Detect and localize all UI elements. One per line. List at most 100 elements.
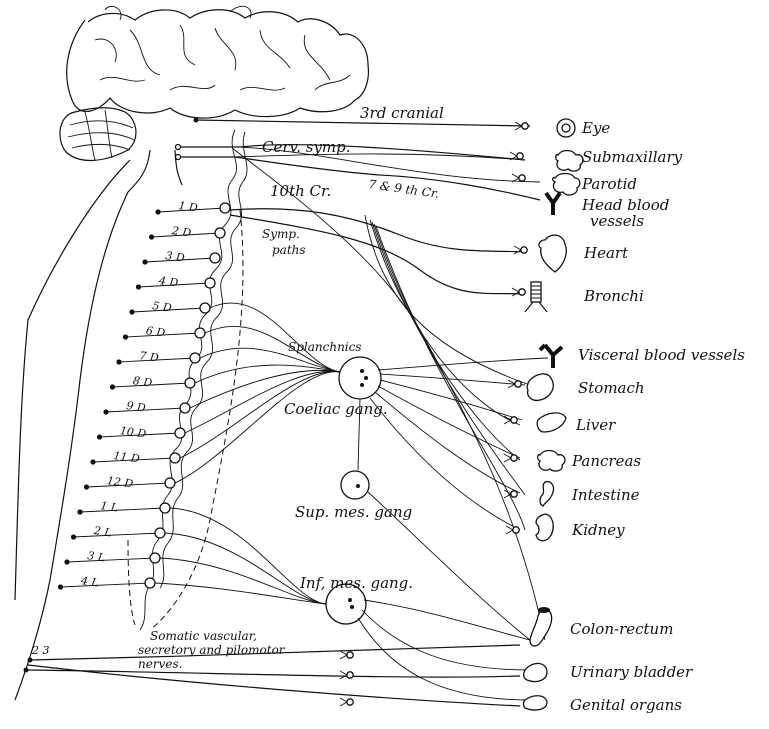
cerebellum bbox=[60, 108, 136, 161]
chain-ganglion bbox=[175, 428, 185, 438]
label-symp-paths-1: Symp. bbox=[262, 227, 300, 241]
segment-label: 4 L bbox=[79, 574, 99, 589]
organ-heart bbox=[539, 235, 566, 272]
cerebrum bbox=[67, 6, 369, 118]
sympathetic-chain-inner bbox=[160, 132, 247, 588]
label-kidney: Kidney bbox=[571, 521, 625, 539]
segment-root-line bbox=[67, 558, 155, 562]
chain-ganglion bbox=[170, 453, 180, 463]
organ-bronchi bbox=[525, 282, 547, 312]
label-symp-paths-2: paths bbox=[272, 243, 306, 257]
synapse-mark bbox=[512, 288, 519, 296]
chain-ganglion bbox=[185, 378, 195, 388]
segment-label: 3 L bbox=[87, 549, 106, 564]
segment-roots: 1 D 2 D 3 D 4 D 5 D 6 D 7 D 8 D 9 D 10 D 11 D 12 D 1… bbox=[58, 199, 230, 590]
organ-liver bbox=[537, 413, 566, 432]
synapse-mark bbox=[340, 671, 347, 679]
label-head-blood-2: vessels bbox=[590, 212, 644, 230]
label-intestine: Intestine bbox=[571, 486, 640, 504]
chain-ganglion bbox=[160, 503, 170, 513]
label-3rd-cranial: 3rd cranial bbox=[360, 104, 444, 122]
chain-ganglion bbox=[220, 203, 230, 213]
segment-label: 7 D bbox=[139, 349, 160, 365]
organ-pancreas bbox=[538, 451, 565, 472]
organ-urinary-bladder bbox=[524, 663, 547, 681]
label-urinary-bladder: Urinary bladder bbox=[570, 663, 693, 681]
synapse-mark bbox=[340, 698, 347, 706]
chain-ganglion bbox=[150, 553, 160, 563]
chain-ganglion bbox=[155, 528, 165, 538]
chain-ganglion bbox=[210, 253, 220, 263]
segment-label: 10 D bbox=[119, 424, 147, 441]
label-coeliac-gang: Coeliac gang. bbox=[284, 400, 388, 418]
label-somatic-2: secretory and pilomotor bbox=[138, 643, 286, 657]
synapse-mark bbox=[514, 246, 521, 254]
segment-label: 1 D bbox=[178, 199, 199, 215]
lumbar-fibre bbox=[165, 533, 326, 604]
segment-root-line bbox=[74, 533, 161, 537]
segment-label: 8 D bbox=[132, 374, 153, 390]
chain-ganglion bbox=[205, 278, 215, 288]
label-bronchi: Bronchi bbox=[583, 287, 644, 305]
label-somatic-1: Somatic vascular, bbox=[150, 629, 257, 643]
segment-label: 2 D bbox=[170, 224, 192, 240]
segment-label: 4 D bbox=[157, 274, 179, 290]
splanchnic-fibre bbox=[210, 303, 340, 372]
label-inf-mes-gang: Inf, mes. gang. bbox=[299, 574, 413, 592]
label-parotid: Parotid bbox=[581, 175, 637, 193]
label-somatic-3: nerves. bbox=[138, 657, 182, 671]
chain-ganglion bbox=[215, 228, 225, 238]
chain-ganglion bbox=[180, 403, 190, 413]
chain-ganglion bbox=[195, 328, 205, 338]
chain-ganglion bbox=[165, 478, 175, 488]
label-colon-rectum: Colon-rectum bbox=[570, 620, 673, 638]
label-sacral-2-3: 2 3 bbox=[31, 644, 50, 657]
label-submaxillary: Submaxillary bbox=[582, 148, 683, 166]
segment-root-line bbox=[61, 583, 151, 587]
organ-stomach bbox=[527, 374, 553, 400]
organ-parotid bbox=[553, 174, 580, 195]
segment-label: 11 D bbox=[113, 449, 141, 466]
organ-visceral-blood-vessels bbox=[540, 345, 562, 368]
synapse-mark bbox=[504, 454, 511, 462]
organ-head-blood-vessels bbox=[546, 193, 560, 215]
synapse-mark bbox=[506, 526, 513, 534]
segment-label: 9 D bbox=[126, 399, 147, 415]
label-7-9-cranial: 7 & 9 th Cr. bbox=[368, 177, 440, 201]
organ-eye bbox=[557, 119, 575, 137]
label-splanchnics: Splanchnics bbox=[288, 340, 362, 354]
label-heart: Heart bbox=[583, 244, 629, 262]
segment-label: 3 D bbox=[165, 249, 186, 265]
label-visceral-blood-vessels: Visceral blood vessels bbox=[578, 346, 745, 364]
label-10th-cranial: 10th Cr. bbox=[270, 182, 331, 200]
segment-label: 5 D bbox=[152, 299, 173, 315]
label-pancreas: Pancreas bbox=[571, 452, 641, 470]
inf-mes-ganglion bbox=[326, 584, 530, 700]
label-stomach: Stomach bbox=[578, 379, 645, 397]
organ-kidney bbox=[536, 514, 553, 541]
chain-ganglion bbox=[145, 578, 155, 588]
segment-root-line bbox=[80, 508, 165, 512]
label-cerv-symp: Cerv. symp. bbox=[262, 138, 351, 156]
synapse-mark bbox=[340, 651, 347, 659]
dashed-outline-right bbox=[150, 210, 243, 630]
label-eye: Eye bbox=[581, 119, 610, 137]
label-liver: Liver bbox=[575, 416, 616, 434]
spinal-cord bbox=[15, 150, 182, 700]
segment-label: 1 L bbox=[100, 499, 119, 514]
splanchnic-fibre bbox=[175, 372, 340, 483]
organ-colon-rectum bbox=[530, 607, 552, 646]
organ-genital bbox=[524, 696, 548, 710]
dashed-outline-left bbox=[128, 540, 135, 625]
organ-submaxillary bbox=[556, 151, 583, 172]
chain-ganglion bbox=[200, 303, 210, 313]
organ-intestine bbox=[540, 482, 554, 506]
label-genital-organs: Genital organs bbox=[570, 696, 682, 714]
label-sup-mes-gang: Sup. mes. gang bbox=[295, 503, 412, 521]
segment-label: 6 D bbox=[145, 324, 166, 340]
segment-label: 2 L bbox=[92, 524, 112, 539]
chain-ganglion bbox=[190, 353, 200, 363]
segment-label: 12 D bbox=[106, 474, 134, 491]
